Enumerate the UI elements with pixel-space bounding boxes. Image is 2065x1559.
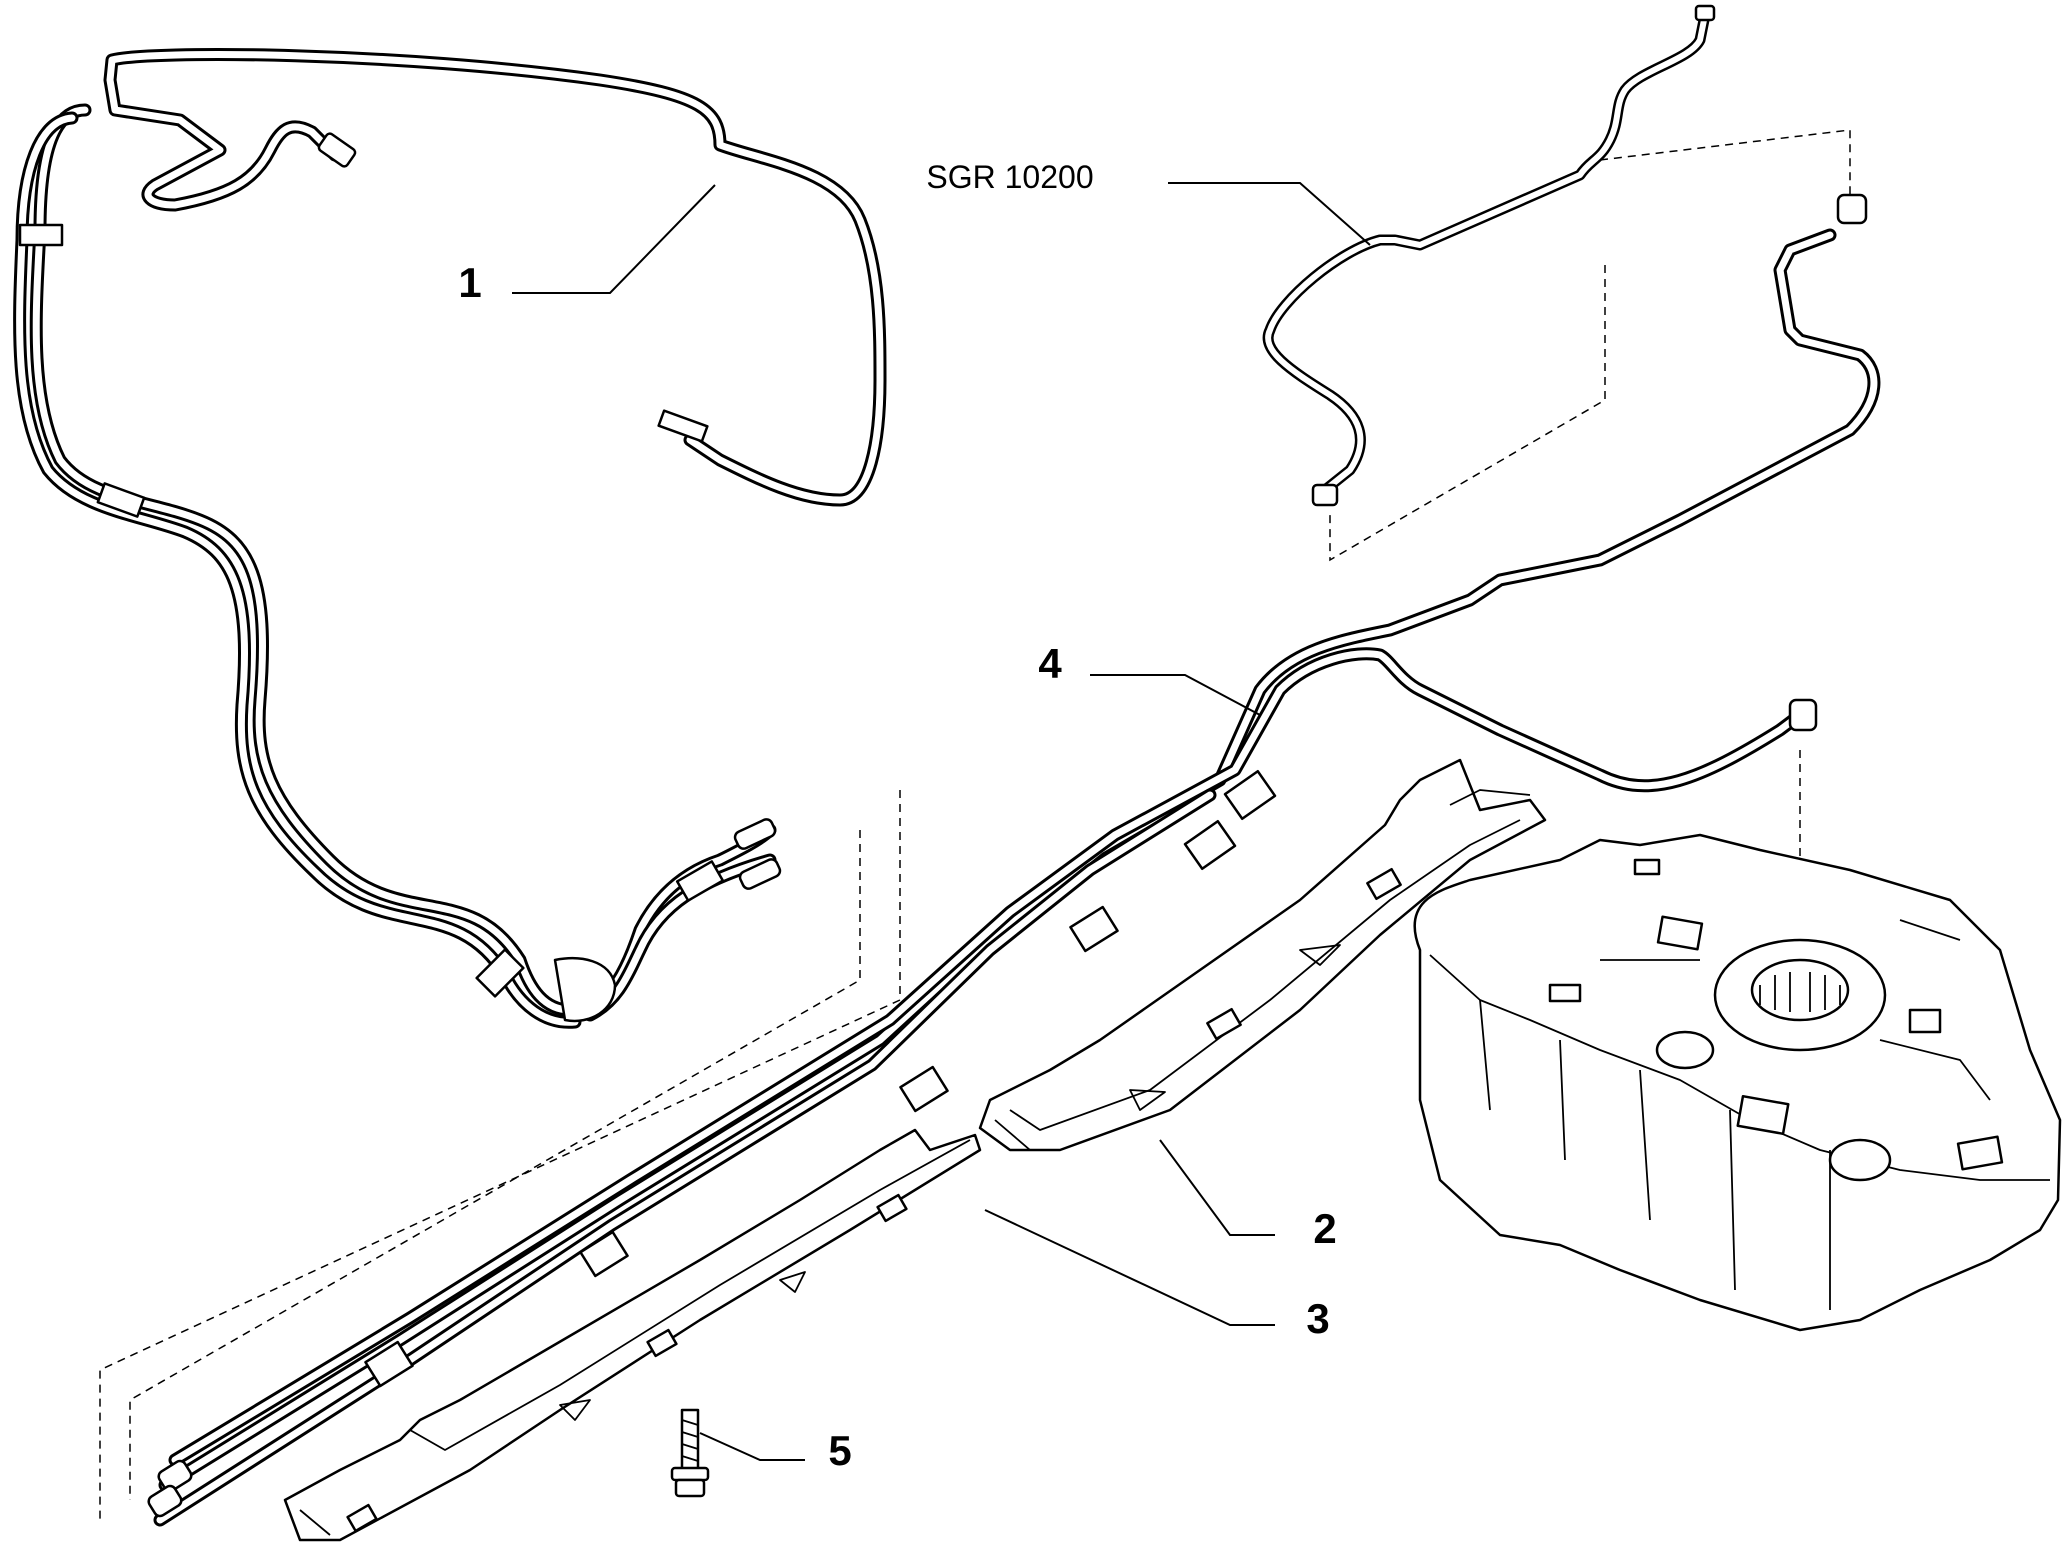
callout-4: 4 <box>1038 640 1062 687</box>
part-1-fuel-pipe <box>13 48 887 1029</box>
part-3-pipe-shield <box>283 1128 982 1542</box>
fuel-tank <box>1413 833 2062 1332</box>
assembly-guide-lines <box>99 129 1851 1520</box>
part-5-screw <box>670 1408 710 1498</box>
callout-5: 5 <box>828 1427 851 1474</box>
sgr-10200-vent-pipe <box>1262 4 1716 507</box>
reference-sgr-10200: SGR 10200 <box>926 159 1093 195</box>
part-2-pipe-shield <box>978 758 1547 1152</box>
callout-1: 1 <box>458 259 481 306</box>
part-4-fuel-pipe-bundle <box>147 193 1881 1527</box>
callout-2: 2 <box>1313 1205 1336 1252</box>
leader-lines <box>512 182 1371 1461</box>
callout-3: 3 <box>1306 1295 1329 1342</box>
